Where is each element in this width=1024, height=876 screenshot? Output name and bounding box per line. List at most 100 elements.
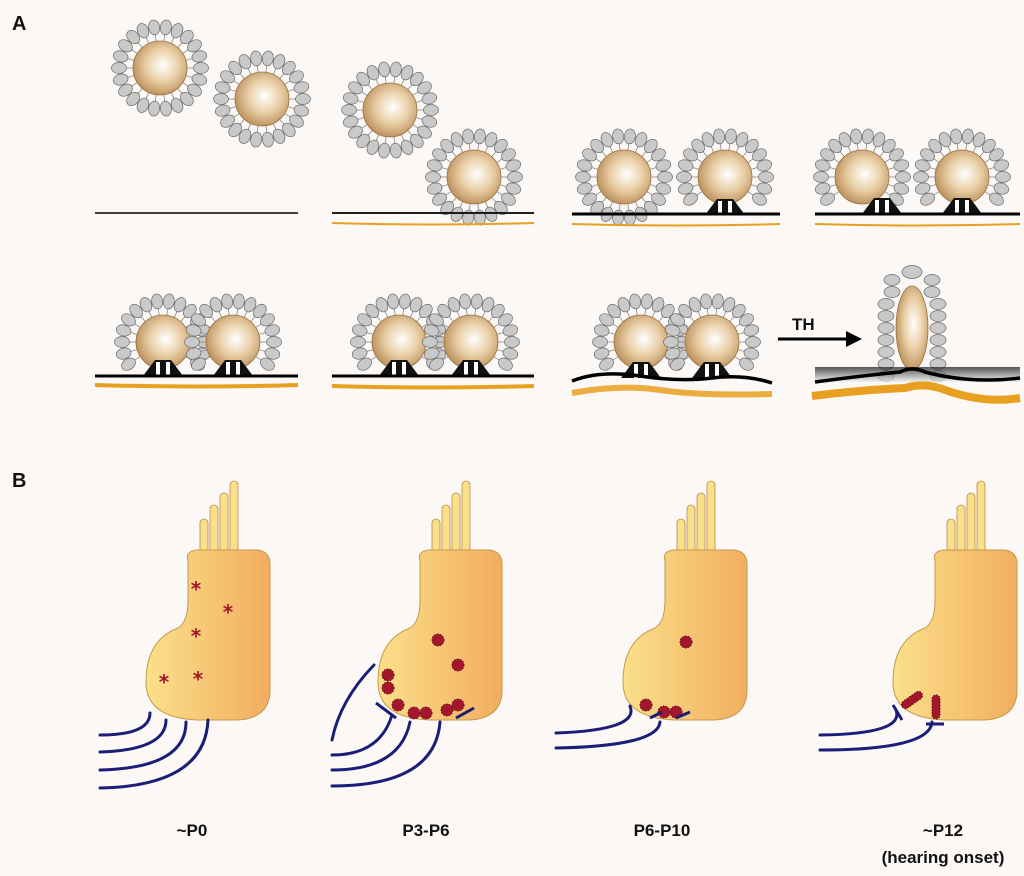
synaptic-vesicle [378, 61, 391, 77]
synaptic-vesicle [930, 299, 946, 310]
th-arrow-label: TH [792, 315, 815, 334]
synaptic-vesicle [151, 293, 164, 309]
synaptic-vesicle [612, 128, 625, 144]
synaptic-ribbon-cluster [432, 634, 444, 646]
th-arrow: TH [778, 315, 862, 347]
synaptic-vesicle [930, 323, 946, 334]
ribbon-stage7b [664, 293, 761, 373]
hair-cell-body [893, 550, 1017, 720]
synaptic-ribbon-cluster [392, 699, 404, 711]
synaptic-vesicle [470, 293, 483, 309]
panel-a-label: A [12, 13, 26, 35]
synaptic-vesicle [724, 128, 737, 144]
ribbon-stage8 [878, 266, 946, 382]
synaptic-vesicle [884, 287, 900, 298]
synaptic-vesicle [112, 63, 127, 74]
synaptic-ribbon-cluster [441, 704, 453, 716]
synaptic-vesicle [961, 128, 974, 144]
myelin-stage2 [332, 223, 534, 225]
afferent-nerve-fiber [556, 706, 631, 733]
synaptic-vesicle [713, 128, 726, 144]
synaptic-vesicle [250, 131, 263, 147]
ribbon-body [133, 41, 187, 95]
hair-cell-body [146, 550, 270, 720]
synaptic-vesicle [950, 128, 963, 144]
afferent-nerve-fiber [332, 715, 392, 755]
synaptic-vesicle [473, 128, 486, 144]
synaptic-vesicle [194, 63, 209, 74]
synaptic-vesicle [677, 172, 692, 183]
synaptic-vesicle [878, 299, 894, 310]
synaptic-vesicle [593, 337, 608, 348]
synaptic-vesicle [159, 19, 172, 35]
synaptic-vesicle [387, 293, 400, 309]
synaptic-vesicle [159, 100, 172, 116]
ribbon-stage3a [576, 128, 673, 226]
synaptic-vesicle [814, 172, 829, 183]
afferent-nerve-fiber [820, 710, 897, 735]
synaptic-vesicle [629, 293, 642, 309]
synaptic-ribbon-cluster [420, 707, 432, 719]
synaptic-vesicle [664, 337, 679, 348]
synaptic-ribbon-cluster [640, 699, 652, 711]
synaptic-ribbon-marker: * [223, 600, 234, 624]
synaptic-vesicle [426, 172, 441, 183]
synaptic-ribbon-marker: * [191, 624, 202, 648]
synaptic-vesicle [459, 293, 472, 309]
synaptic-vesicle [658, 172, 673, 183]
synaptic-vesicle [878, 323, 894, 334]
synaptic-vesicle [398, 293, 411, 309]
synaptic-vesicle [389, 142, 402, 158]
hair-cell-p3-p6 [332, 481, 502, 786]
panel-b-diagram: ***** [100, 481, 1017, 788]
synaptic-vesicle [884, 275, 900, 286]
ribbon-body [597, 150, 651, 204]
synaptic-vesicle [148, 100, 161, 116]
stage-label-p3-p6: P3-P6 [402, 821, 449, 840]
ribbon-body [896, 286, 928, 370]
ribbon-stage1b [214, 50, 311, 148]
hearing-onset-note: (hearing onset) [882, 848, 1005, 867]
ribbon-stage3b [677, 128, 774, 208]
synaptic-vesicle [505, 337, 520, 348]
ribbon-body [935, 150, 989, 204]
ribbon-body [235, 72, 289, 126]
hair-cell-p12 [820, 481, 1017, 750]
synaptic-vesicle [623, 128, 636, 144]
synaptic-vesicle [930, 347, 946, 358]
synaptic-vesicle [261, 131, 274, 147]
hair-cell-body [623, 550, 747, 720]
synaptic-vesicle [746, 337, 761, 348]
synaptic-ribbon-marker: * [159, 670, 170, 694]
ribbon-body [447, 150, 501, 204]
ribbon-body [685, 315, 739, 369]
stage-label-p6-p10: P6-P10 [634, 821, 691, 840]
synaptic-vesicle [214, 94, 229, 105]
synaptic-vesicle [640, 293, 653, 309]
synaptic-vesicle [424, 105, 439, 116]
synaptic-vesicle [342, 105, 357, 116]
synaptic-vesicle [296, 94, 311, 105]
synaptic-vesicle [623, 209, 636, 225]
membrane-stage7 [572, 374, 772, 383]
myelin-stage3 [572, 224, 780, 226]
synaptic-vesicle [996, 172, 1011, 183]
ribbon-stage4b [914, 128, 1011, 208]
myelin-stage6 [332, 386, 534, 388]
ribbon-stage2b [426, 128, 523, 226]
synaptic-vesicle [759, 172, 774, 183]
synaptic-vesicle [423, 337, 438, 348]
synaptic-ribbon-cluster [452, 699, 464, 711]
synaptic-vesicle [878, 335, 894, 346]
synaptic-vesicle [612, 209, 625, 225]
synaptic-vesicle [148, 19, 161, 35]
synaptic-ribbon-cluster [680, 636, 692, 648]
synaptic-vesicle [508, 172, 523, 183]
panel-a-diagram [95, 19, 1020, 400]
synaptic-ribbon-cluster [452, 659, 464, 671]
synaptic-vesicle [389, 61, 402, 77]
ribbon-body [698, 150, 752, 204]
panel-b-label: B [12, 470, 26, 492]
synaptic-vesicle [878, 347, 894, 358]
